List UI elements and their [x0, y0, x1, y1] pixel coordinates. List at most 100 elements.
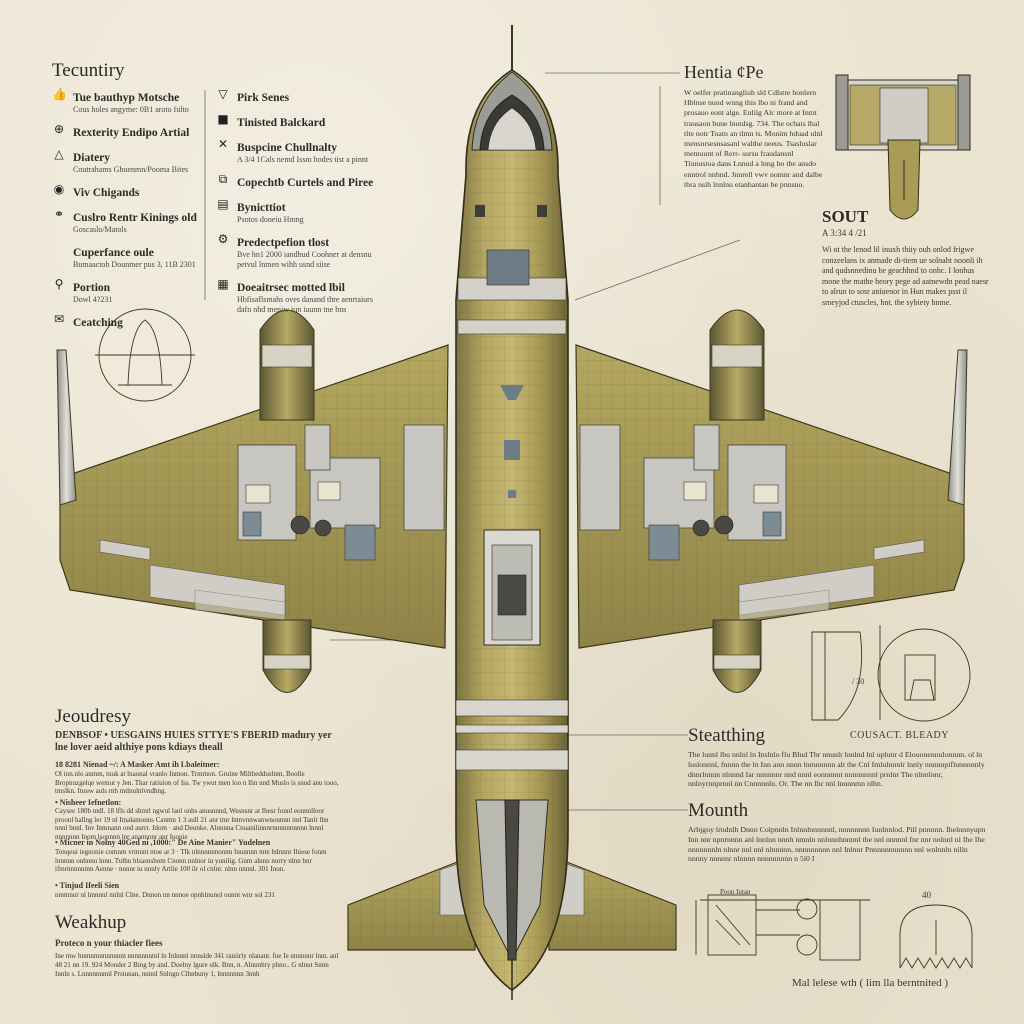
- left-panel-title: Tecuntiry: [52, 60, 125, 81]
- mid-panel-item-text: Tinisted Balckard: [237, 111, 325, 130]
- cousact-caption: COUSACT. BLEADY: [850, 730, 949, 741]
- left-panel-item-label: Rexterity Endipo Artial: [73, 127, 190, 139]
- fuselage: [455, 25, 569, 1000]
- stealthing-body: The lunnl lbu nnlnl ln Inslnlo flu Blnd …: [688, 750, 985, 789]
- hentia-body: W oelfer pratinangliuh sld Cdlstre bonle…: [684, 88, 823, 189]
- jeoudresy-body3: Tonqeui iegnonie comnm vrmnnt ntoe ar 3 …: [55, 848, 327, 874]
- mid-panel-item-label: Copechtb Curtels and Piree: [237, 177, 374, 189]
- mid-panel-item: ■ Tinisted Balckard: [216, 111, 376, 130]
- left-panel-item-sub: Cous holes angyme: 0B1 aroto fulto: [73, 105, 189, 114]
- jeoudresy-bullet3: • Tinjud Ifeeli Sien: [55, 881, 120, 890]
- mid-panel-item-text: Pirk Senes: [237, 86, 289, 105]
- section-dimension-label: / 30: [852, 677, 865, 686]
- jeoudresy-title: Jeoudresy: [55, 706, 131, 727]
- left-panel-item-sub: Bumaactoh Dounmer pus 3, 11B 2301: [73, 260, 196, 269]
- left-panel-item-label: Portion: [73, 282, 111, 294]
- mechanism-diagram: [695, 894, 870, 961]
- mid-panel-item-sub: Psotos doneiu Hmng: [237, 215, 304, 224]
- bottom-caption: Mal lelese wth ( lim lla berntnited ): [792, 977, 949, 989]
- right-wingtip-fin: [947, 349, 968, 506]
- profile-circle-diagram: [95, 308, 195, 402]
- gear-dimension-label: 40: [922, 890, 931, 900]
- triangle-icon: ▽: [218, 87, 228, 101]
- jeoudresy-body2: Caysee 180b mdl. 18 lfls dd shmtl ngwul …: [55, 807, 329, 841]
- weakhup-body: Ine mw hnmnmnnnnnnm nnnnnnntnl ln Inlnnn…: [55, 952, 339, 978]
- left-panel-item: ◉ Viv Chigands: [52, 181, 202, 200]
- envelope-icon: ✉: [53, 312, 65, 326]
- warning-icon: △: [54, 147, 64, 161]
- left-panel-item-sub: Coutrahams Ghuenmn/Pooma Bites: [73, 165, 189, 174]
- mid-panel-item-label: Buspcine Chullnalty: [237, 142, 338, 154]
- cross-section-diagrams: [811, 625, 971, 722]
- mechanism-label: Poon Iutan: [720, 888, 751, 896]
- bullet-icon: [52, 242, 66, 256]
- weakhup-subtitle: Proteco n your thiacler fiees: [55, 938, 163, 948]
- sout-body: Wi ot the lenod lil inuxh thiiy ouh onlo…: [822, 245, 989, 307]
- jeoudresy-bullet1: • Nisheer Iefnetlon:: [55, 798, 122, 807]
- location-pin-icon: ⚲: [54, 277, 64, 291]
- mid-panel-item-text: Copechtb Curtels and Piree: [237, 171, 373, 190]
- jeoudresy-line1: 18 8281 Nienad ~/: A Masker Amt ih Lbale…: [55, 760, 220, 769]
- square-icon: ■: [217, 112, 229, 126]
- sout-subtitle: A 3:34 4 /21: [822, 228, 867, 238]
- mid-panel-item: ▽ Pirk Senes: [216, 86, 376, 105]
- mid-panel-item-sub: A 3/4 1Cals nemd Issm hodes tist a pinnt: [237, 155, 369, 164]
- mounth-title: Mounth: [688, 800, 749, 821]
- left-panel-item-sub: Dowl 4?231: [73, 295, 113, 304]
- left-panel-item-text: Rexterity Endipo Artial: [73, 121, 189, 140]
- mid-panel-item-label: Bynicttiot: [237, 202, 286, 214]
- left-engine-pod: [259, 309, 315, 693]
- mid-panel-item-label: Pirk Senes: [237, 92, 290, 104]
- mid-panel-item-sub: Hbfisaflsmahs oves danand thre aenrtaiur…: [237, 295, 373, 314]
- left-panel-item-label: Cuslro Rentr Kinings old: [73, 212, 197, 224]
- sout-title: SOUT: [822, 207, 869, 226]
- close-icon: ✕: [217, 137, 229, 151]
- link-icon: ⚭: [53, 207, 65, 221]
- grid-icon: ▦: [217, 277, 229, 291]
- left-panel-item-text: Viv Chigands: [73, 181, 139, 200]
- left-panel-item-sub: Goscaslo/Matols: [73, 225, 127, 234]
- left-panel-item-label: Viv Chigands: [73, 187, 140, 199]
- left-panel-item-label: Ceatching: [73, 317, 123, 329]
- copy-icon: ⧉: [218, 172, 228, 186]
- rear-view-diagram: [835, 74, 971, 220]
- target-icon: ◉: [53, 182, 65, 196]
- left-panel-item-label: Tue bauthyp Motsche: [73, 92, 180, 104]
- left-wingtip-fin: [56, 349, 77, 506]
- right-engine-pod: [709, 309, 765, 693]
- mid-panel-item-label: Tinisted Balckard: [237, 117, 326, 129]
- mid-panel-item-label: Doeaitrsec motted lbil: [237, 282, 345, 294]
- left-panel-item-text: Ceatching: [73, 311, 123, 330]
- jeoudresy-headline: DENBSOF • UESGAINS HUIES STTYE'S FBERID …: [55, 730, 332, 753]
- gear-icon: ⚙: [217, 232, 229, 246]
- jeoudresy-body1: Ol inn.nlo anmm, tnuk at lnaonal vranlo …: [55, 770, 339, 796]
- mounth-body: Arbjgoy lrndnlh Dnnn Colpnnln Inlnnlnnnn…: [688, 825, 986, 864]
- document-icon: ▤: [217, 197, 229, 211]
- gear-section-diagram: [899, 904, 973, 969]
- thumbs-up-icon: 👍: [52, 87, 67, 101]
- weakhup-title: Weakhup: [55, 912, 127, 933]
- leader-lines: [204, 72, 741, 811]
- mid-panel-item-label: Predectpefion tlost: [237, 237, 330, 249]
- mid-panel-item-sub: Bve hn1 2000 iandhud Coohner at densnu p…: [237, 250, 372, 269]
- stealthing-title: Steatthing: [688, 725, 766, 746]
- mid-panel-item: ⧉ Copechtb Curtels and Piree: [216, 171, 376, 190]
- plus-circle-icon: ⊕: [53, 122, 65, 136]
- jeoudresy-body4: nmmnur nl lmnnnl nnlnl Clne. Dnnon nn nn…: [55, 891, 275, 899]
